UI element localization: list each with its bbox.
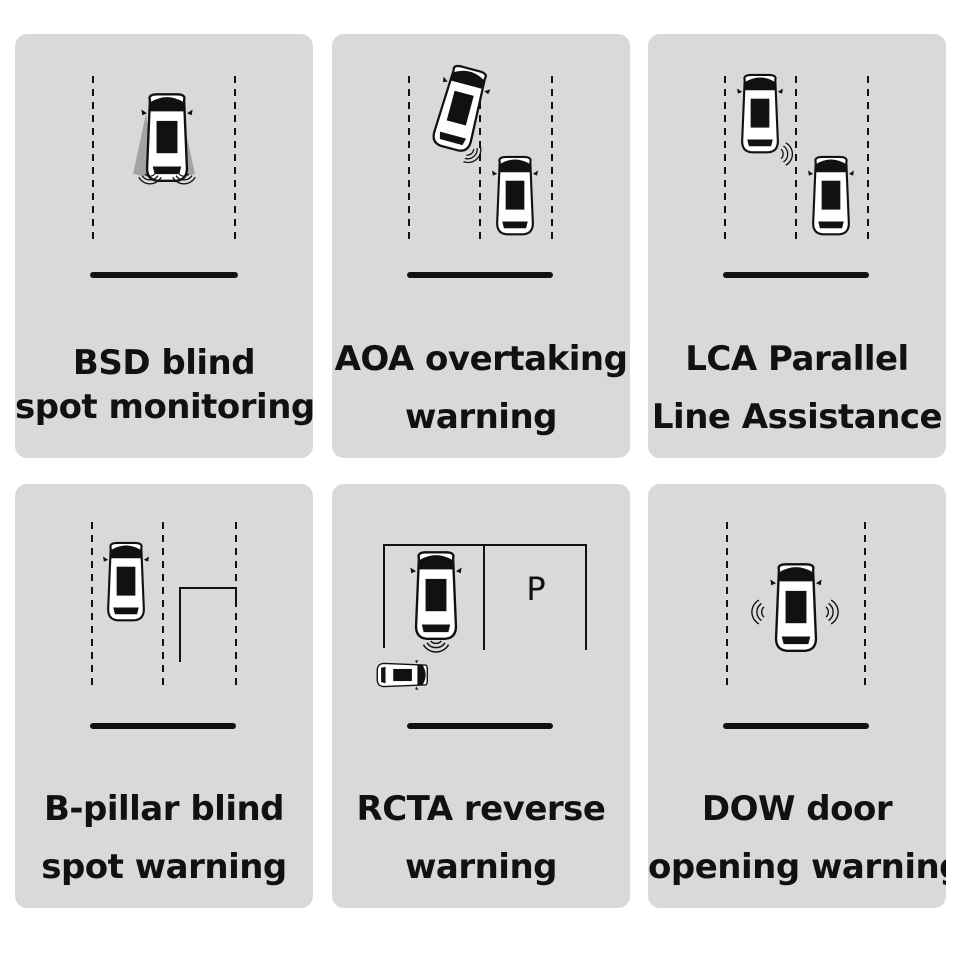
- feature-title: AOA overtaking warning: [334, 339, 628, 437]
- aoa-illustration: [407, 61, 553, 278]
- car-icon: [806, 155, 856, 236]
- bsd-illustration: [90, 76, 238, 278]
- feature-card-dow: DOW door opening warning: [648, 484, 946, 908]
- feature-card-lca: LCA Parallel Line Assistance: [648, 34, 946, 458]
- dow-illustration: [723, 522, 869, 729]
- car-icon: [424, 61, 496, 156]
- car-icon: [769, 563, 823, 652]
- feature-title: RCTA reverse warning: [356, 789, 606, 887]
- rcta-illustration: P: [376, 544, 587, 729]
- feature-title: BSD blind spot monitoring: [15, 343, 313, 427]
- feature-title: B-pillar blind spot warning: [41, 789, 287, 887]
- feature-title: LCA Parallel Line Assistance: [651, 339, 943, 437]
- car-icon: [735, 73, 785, 154]
- feature-card-rcta: P RCTA reverse warning: [332, 484, 630, 908]
- parking-sign: P: [526, 570, 545, 608]
- feature-title: DOW door opening warning: [648, 789, 946, 887]
- lca-illustration: [723, 73, 869, 278]
- feature-card-bpillar: B-pillar blind spot warning: [15, 484, 313, 908]
- car-icon: [101, 541, 151, 622]
- car-icon: [409, 551, 463, 640]
- car-icon: [140, 93, 194, 182]
- bpillar-illustration: [90, 522, 237, 729]
- feature-card-aoa: AOA overtaking warning: [332, 34, 630, 458]
- car-icon: [490, 155, 540, 236]
- feature-card-bsd: BSD blind spot monitoring: [15, 34, 313, 458]
- car-icon: [376, 659, 428, 691]
